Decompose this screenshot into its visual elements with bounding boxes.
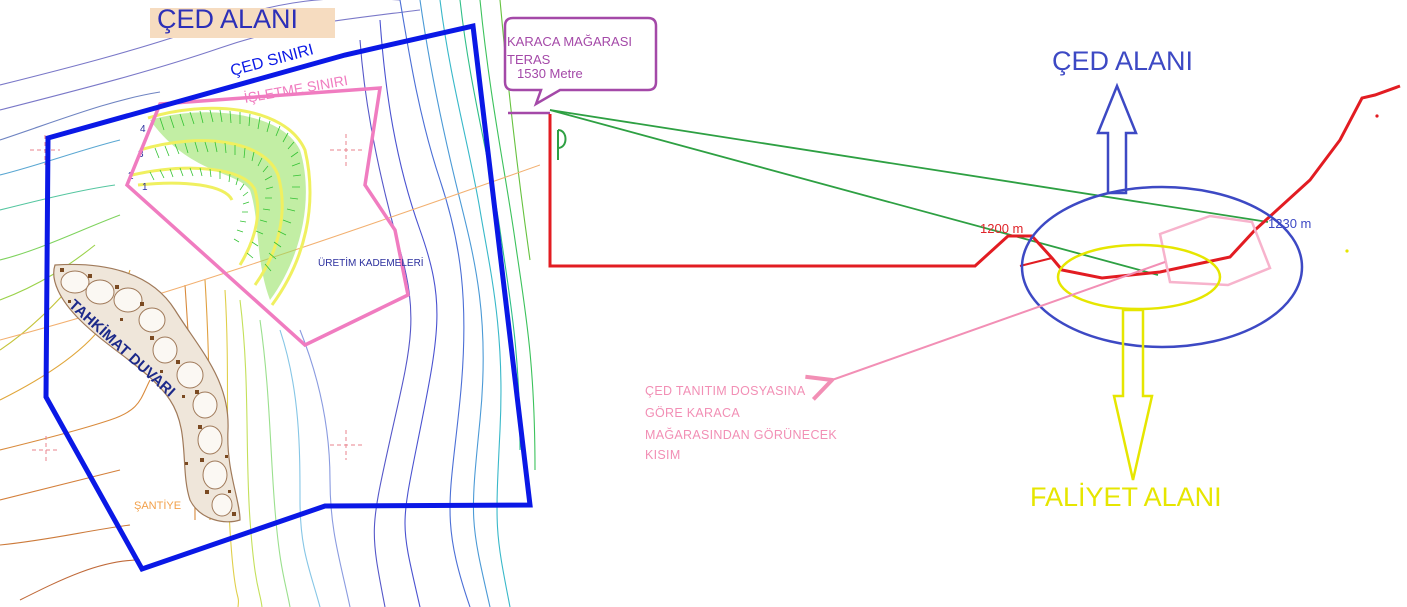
topographic-map: 4 3 2 1 <box>0 0 540 607</box>
contour-lines <box>0 0 536 607</box>
isletme-boundary <box>124 86 410 348</box>
grid-line <box>0 164 540 341</box>
step-number-1: 1 <box>142 182 148 193</box>
elevation-label-1200: 1200 m <box>980 221 1024 236</box>
note-line: ÇED TANITIM DOSYASINA <box>645 384 806 398</box>
production-benches-label: ÜRETİM KADEMELERİ <box>318 258 424 269</box>
callout-box <box>503 16 658 107</box>
viewpoint-marker <box>557 129 567 160</box>
note-line: GÖRE KARACA <box>645 406 740 420</box>
survey-cross-marks <box>30 134 362 464</box>
cross-section <box>503 16 1401 481</box>
ced-area-heading: ÇED ALANI <box>1052 46 1194 76</box>
ced-arrow-up-icon <box>1096 82 1138 195</box>
map-title: ÇED ALANI <box>157 4 299 34</box>
faliyet-arrow-down-icon <box>1112 308 1154 481</box>
terrain-profile <box>548 84 1401 280</box>
note-line: KISIM <box>645 448 681 462</box>
elevation-label-1230: 1230 m <box>1268 216 1312 231</box>
map-title-background <box>150 8 335 38</box>
isletme-boundary-label: İŞLETME SINIRI <box>243 71 349 106</box>
activity-hexagon <box>1158 214 1272 287</box>
callout-title: KARACA MAĞARASI <box>507 34 632 49</box>
visible-part-arrow <box>832 261 1166 380</box>
sight-line-upper <box>549 109 1269 223</box>
callout-subtitle: TERAS <box>507 52 551 67</box>
retaining-wall <box>53 263 241 523</box>
profile-dot <box>1375 114 1379 118</box>
ced-area-ellipse <box>1020 185 1304 349</box>
site-camp-label: ŞANTİYE <box>134 500 182 512</box>
note-line: MAĞARASINDAN GÖRÜNECEK <box>645 428 838 442</box>
ced-boundary <box>43 22 533 573</box>
faliyet-area-ellipse <box>1056 243 1222 311</box>
sight-line-lower <box>549 109 1159 276</box>
step-number-4: 4 <box>140 124 146 135</box>
yellow-dot <box>1345 249 1349 253</box>
production-benches <box>131 106 312 306</box>
callout-elevation: 1530 Metre <box>517 66 583 81</box>
faliyet-area-heading: FALİYET ALANI <box>1030 482 1222 512</box>
profile-spur <box>1019 257 1053 267</box>
